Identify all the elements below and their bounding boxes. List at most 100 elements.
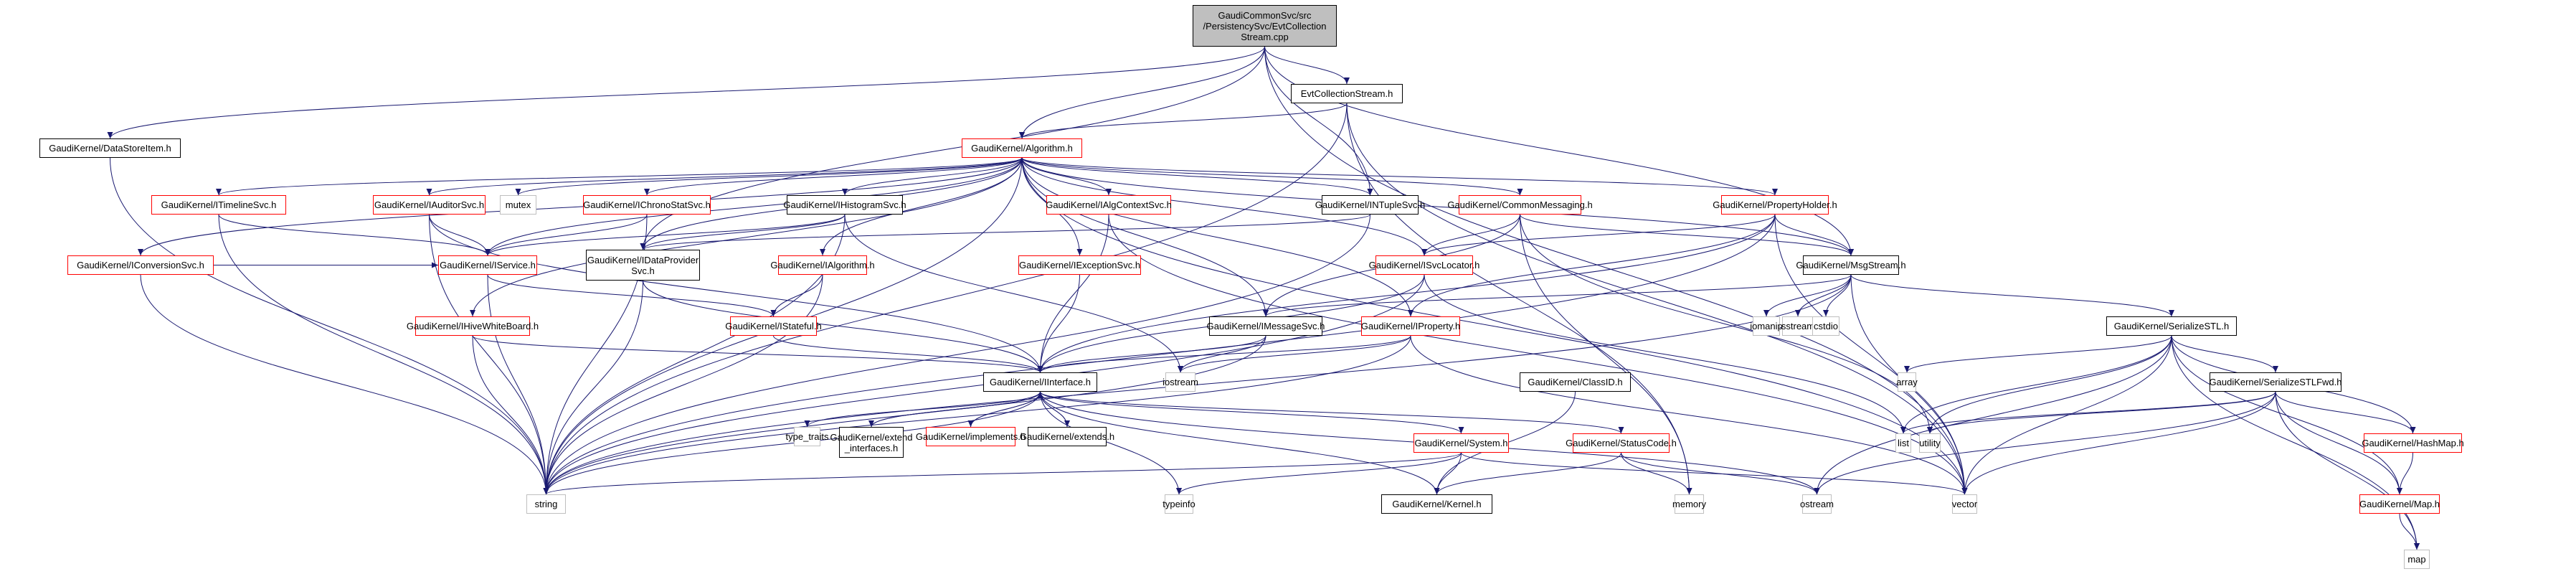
edge-alg-to-mutex	[515, 157, 1023, 196]
node-ihive[interactable]: GaudiKernel/IHiveWhiteBoard.h	[407, 316, 539, 336]
edge-ialgctx-to-vector	[1108, 214, 1968, 495]
node-mutex: mutex	[500, 195, 536, 215]
node-classid[interactable]: GaudiKernel/ClassID.h	[1520, 372, 1631, 392]
edge-serstlfwd-to-vector	[1961, 391, 2276, 495]
edge-alg-to-ialgctx	[1021, 157, 1112, 196]
node-system[interactable]: GaudiKernel/System.h	[1414, 433, 1509, 453]
edge-idataprov-to-string	[543, 280, 643, 495]
edge-root-to-idataprov	[640, 46, 1265, 250]
edge-imsgsvc-to-iinterface	[1037, 335, 1266, 373]
edge-system-to-kernel	[1434, 452, 1462, 495]
node-commsg[interactable]: GaudiKernel/CommonMessaging.h	[1447, 195, 1593, 215]
edge-evtcs-to-string	[543, 103, 1348, 495]
node-typeinfo: typeinfo	[1162, 494, 1195, 514]
edge-alg-to-iservice	[485, 157, 1023, 256]
edge-iproperty-to-string	[543, 335, 1411, 495]
node-statuscode[interactable]: GaudiKernel/StatusCode.h	[1566, 433, 1677, 453]
node-ialgorithm[interactable]: GaudiKernel/IAlgorithm.h	[770, 255, 875, 275]
edge-iproperty-to-iinterface	[1037, 335, 1411, 373]
node-evtcs[interactable]: EvtCollectionStream.h	[1291, 84, 1403, 103]
node-implements[interactable]: GaudiKernel/implements.h	[916, 427, 1026, 446]
edge-ialgorithm-to-istateful	[770, 274, 823, 317]
node-itimeline[interactable]: GaudiKernel/ITimelineSvc.h	[151, 195, 286, 215]
edge-alg-to-iauditor	[426, 157, 1023, 196]
node-iservice[interactable]: GaudiKernel/IService.h	[438, 255, 537, 275]
edge-ihive-to-string	[472, 335, 549, 495]
edge-evtcs-to-alg	[1019, 103, 1348, 139]
edge-serstl-to-mapH	[2171, 335, 2402, 495]
node-msgstream[interactable]: GaudiKernel/MsgStream.h	[1796, 255, 1906, 275]
node-kernel[interactable]: GaudiKernel/Kernel.h	[1381, 494, 1492, 514]
node-istateful[interactable]: GaudiKernel/IStateful.h	[725, 316, 822, 336]
edge-dsi-to-string	[110, 157, 549, 495]
edge-root-to-intuple	[1264, 46, 1373, 196]
node-iauditor[interactable]: GaudiKernel/IAuditorSvc.h	[373, 195, 486, 215]
edge-isvcloc-to-list	[1424, 274, 1906, 434]
edge-ialgorithm-to-string	[543, 274, 823, 495]
node-typetraits: type_traits	[786, 427, 829, 446]
node-extendif[interactable]: GaudiKernel/extend _interfaces.h	[830, 427, 912, 458]
node-ihisto[interactable]: GaudiKernel/IHistogramSvc.h	[783, 195, 906, 215]
edge-alg-to-iproperty	[1021, 157, 1414, 317]
edge-hashmap-to-mapH	[2397, 452, 2413, 495]
edge-alg-to-propholder	[1021, 157, 1778, 196]
edge-alg-to-intuple	[1021, 157, 1373, 196]
node-mapH[interactable]: GaudiKernel/Map.h	[2359, 494, 2440, 514]
node-isvcloc[interactable]: GaudiKernel/ISvcLocator.h	[1369, 255, 1479, 275]
node-propholder[interactable]: GaudiKernel/PropertyHolder.h	[1713, 195, 1837, 215]
node-serstlfwd[interactable]: GaudiKernel/SerializeSTLFwd.h	[2210, 372, 2342, 392]
node-serstl[interactable]: GaudiKernel/SerializeSTL.h	[2106, 316, 2237, 336]
node-array: array	[1896, 372, 1918, 392]
edge-alg-to-commsg	[1021, 157, 1523, 196]
edge-serstlfwd-to-ostream	[1814, 391, 2276, 495]
edge-serstl-to-array	[1904, 335, 2172, 373]
node-iinterface[interactable]: GaudiKernel/IInterface.h	[983, 372, 1097, 392]
node-iproperty[interactable]: GaudiKernel/IProperty.h	[1361, 316, 1460, 336]
edge-statuscode-to-ostream	[1621, 452, 1820, 495]
edge-serstl-to-serstlfwd	[2171, 335, 2278, 373]
node-idataprov[interactable]: GaudiKernel/IDataProvider Svc.h	[586, 250, 700, 281]
node-root[interactable]: GaudiCommonSvc/src /PersistencySvc/EvtCo…	[1193, 5, 1337, 47]
node-intuple[interactable]: GaudiKernel/INTupleSvc.h	[1315, 195, 1425, 215]
edge-statuscode-to-memory	[1621, 452, 1692, 495]
edge-iauditor-to-iinterface	[429, 214, 1043, 373]
edge-commsg-to-isvcloc	[1421, 214, 1520, 256]
edge-idataprov-to-iinterface	[643, 280, 1043, 373]
node-ichrono[interactable]: GaudiKernel/IChronoStatSvc.h	[583, 195, 711, 215]
node-dsi[interactable]: GaudiKernel/DataStoreItem.h	[39, 138, 181, 158]
node-memory: memory	[1672, 494, 1706, 514]
edge-msgstream-to-serstl	[1850, 274, 2174, 317]
node-hashmap[interactable]: GaudiKernel/HashMap.h	[2362, 433, 2464, 453]
edge-iinterface-to-typeinfo	[1040, 391, 1182, 495]
edge-root-to-msgstream	[1264, 46, 1854, 256]
edge-alg-to-itimeline	[216, 157, 1023, 196]
edge-ihisto-to-iostream	[844, 214, 1183, 373]
node-iconv[interactable]: GaudiKernel/IConversionSvc.h	[67, 255, 214, 275]
edge-msgstream-to-sstream	[1795, 274, 1852, 317]
node-cstdio: cstdio	[1812, 316, 1839, 336]
node-imsgsvc[interactable]: GaudiKernel/IMessageSvc.h	[1207, 316, 1325, 336]
node-iexception[interactable]: GaudiKernel/IExceptionSvc.h	[1018, 255, 1141, 275]
node-utility: utility	[1919, 433, 1941, 453]
edge-root-to-dsi	[107, 46, 1265, 139]
edge-system-to-vector	[1461, 452, 1968, 495]
edge-ichrono-to-iservice	[485, 214, 648, 256]
edge-system-to-string	[543, 452, 1462, 495]
edge-serstl-to-utility	[1927, 335, 2172, 434]
edge-propholder-to-string	[543, 214, 1776, 495]
node-ialgctx[interactable]: GaudiKernel/IAlgContextSvc.h	[1046, 195, 1172, 215]
edge-alg-to-isvcloc	[1021, 157, 1427, 256]
edge-iinterface-to-typetraits	[804, 391, 1041, 428]
edge-intuple-to-string	[543, 214, 1370, 495]
edge-propholder-to-iinterface	[1037, 214, 1776, 373]
node-alg[interactable]: GaudiKernel/Algorithm.h	[962, 138, 1082, 158]
edge-itimeline-to-string	[218, 214, 549, 495]
node-extends[interactable]: GaudiKernel/extends.h	[1020, 427, 1114, 446]
edge-serstlfwd-to-list	[1900, 391, 2276, 434]
edge-alg-to-ihisto	[842, 157, 1023, 196]
edge-extendif-to-iinterface	[871, 391, 1043, 428]
edge-iproperty-to-vector	[1410, 335, 1968, 495]
edge-serstlfwd-to-hashmap	[2275, 391, 2416, 434]
edge-ihive-to-iinterface	[472, 335, 1043, 373]
